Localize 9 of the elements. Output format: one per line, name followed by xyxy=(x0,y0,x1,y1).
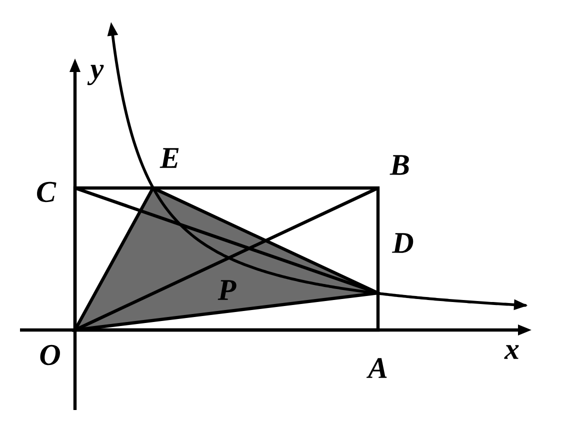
point-label: B xyxy=(390,155,409,175)
axis-label: x xyxy=(504,345,519,359)
point-label: E xyxy=(160,148,179,168)
point-label: P xyxy=(218,280,236,300)
point-label: D xyxy=(392,233,414,253)
axis-label: y xyxy=(87,64,104,86)
point-label: O xyxy=(40,344,60,366)
point-label: A xyxy=(366,358,387,378)
point-label: C xyxy=(37,182,56,202)
